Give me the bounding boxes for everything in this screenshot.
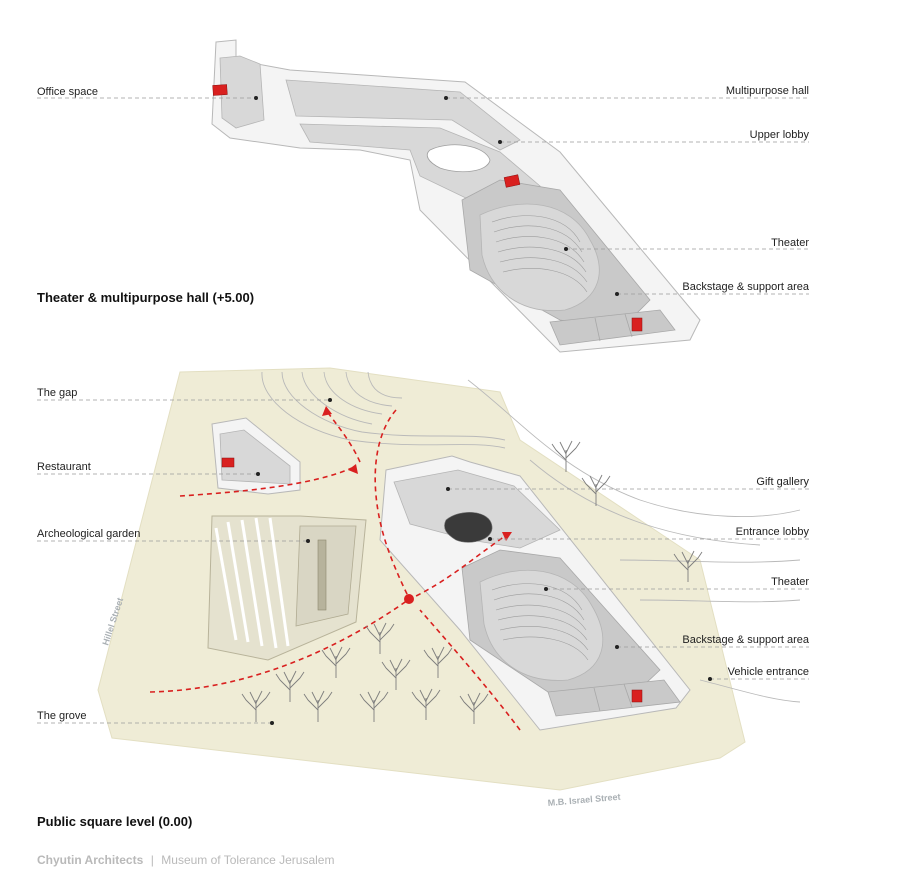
label-the-grove: The grove	[37, 710, 87, 722]
upper-office-block	[219, 55, 265, 129]
svg-text:Chyutin Architects |: Chyutin Architects | Museum of Tolerance…	[37, 851, 334, 868]
upper-office-red-room	[212, 84, 228, 96]
label-upper-backstage: Backstage & support area	[682, 281, 809, 293]
label-lower-backstage: Backstage & support area	[682, 634, 809, 646]
lower-backstage-rooms	[547, 679, 681, 717]
upper-lobby-void	[426, 144, 491, 173]
label-restaurant: Restaurant	[37, 461, 91, 473]
upper-backstage-red-room	[631, 317, 643, 332]
lower-theater-seating	[491, 583, 589, 661]
lower-labels: The gap Restaurant Archeological garden …	[37, 387, 810, 829]
credit-line: Chyutin Architects | Museum of Tolerance…	[37, 851, 334, 868]
credit-firm: Chyutin Architects	[37, 853, 144, 867]
grove-trees	[241, 440, 703, 724]
lower-plan-title: Public square level (0.00)	[37, 814, 192, 829]
upper-labels: Office space Multipurpose hall Upper lob…	[37, 85, 810, 305]
upper-theater-hall	[479, 203, 600, 312]
label-archeological-garden: Archeological garden	[37, 528, 140, 540]
lower-floor-plan: Hillel Street M.B. Israel Street	[97, 367, 801, 808]
restaurant-red-room	[221, 457, 235, 468]
pedestrian-flow-arrows	[149, 406, 521, 731]
terrain-contours	[261, 371, 801, 703]
upper-theater-seating	[491, 215, 588, 293]
label-lower-theater: Theater	[771, 576, 809, 588]
lower-backstage-red-room	[631, 689, 643, 703]
label-upper-theater: Theater	[771, 237, 809, 249]
label-vehicle-entrance: Vehicle entrance	[728, 666, 809, 678]
upper-plan-title: Theater & multipurpose hall (+5.00)	[37, 290, 254, 305]
entrance-lobby-void	[444, 511, 493, 543]
upper-multipurpose-hall	[285, 79, 521, 151]
label-office-space: Office space	[37, 86, 98, 98]
credit-separator: |	[151, 853, 154, 867]
street-israel: M.B. Israel Street	[547, 792, 621, 808]
label-the-gap: The gap	[37, 387, 77, 399]
upper-backstage-rooms	[549, 309, 676, 346]
garden-terraces	[214, 517, 290, 649]
label-multipurpose-hall: Multipurpose hall	[726, 85, 809, 97]
central-square-marker	[404, 594, 414, 604]
upper-floor-plan	[211, 39, 701, 353]
credit-project: Museum of Tolerance Jerusalem	[161, 853, 334, 867]
garden-ruin-wall	[317, 539, 327, 611]
restaurant-floor	[219, 429, 291, 485]
label-entrance-lobby: Entrance lobby	[736, 526, 810, 538]
upper-theater-red-room	[503, 174, 521, 188]
label-gift-gallery: Gift gallery	[756, 476, 809, 488]
label-upper-lobby: Upper lobby	[750, 129, 810, 141]
